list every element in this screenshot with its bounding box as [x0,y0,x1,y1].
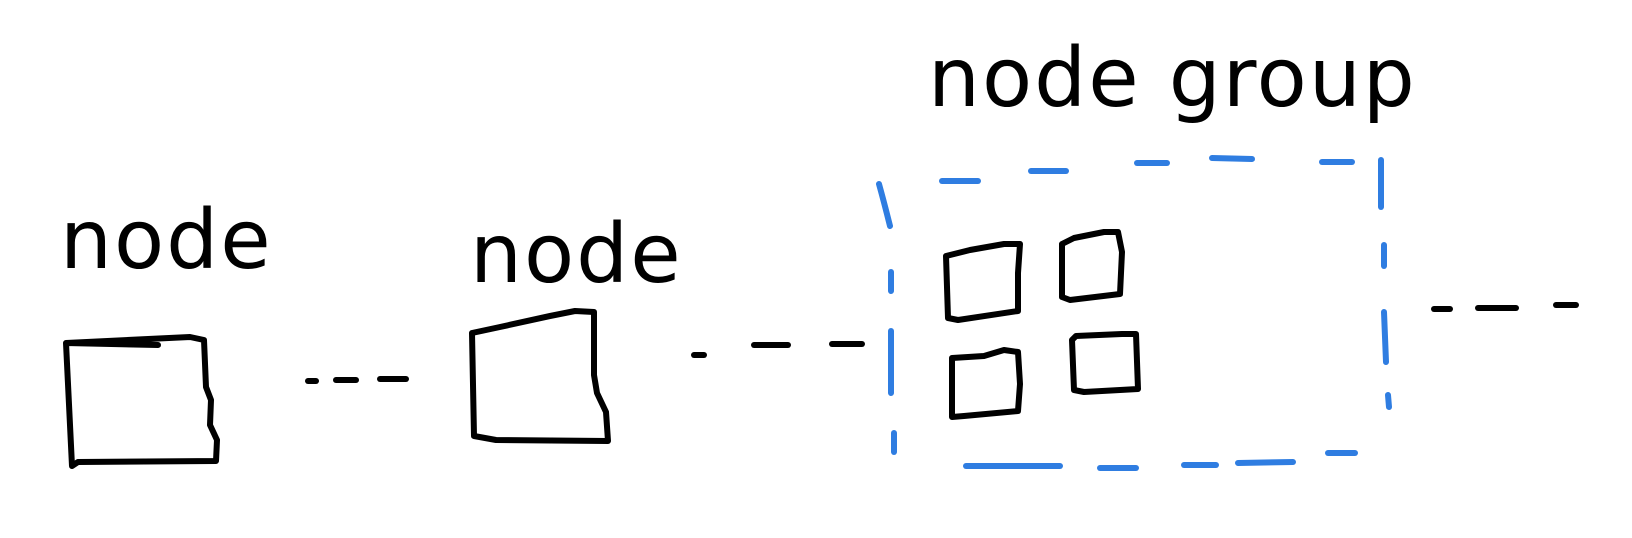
connector-2 [691,341,865,358]
grouped-nodes [943,229,1141,420]
node-2: node [469,207,683,444]
node-1: node [60,193,273,469]
node-1-label: node [60,193,273,288]
connector-3 [1431,302,1579,312]
grouped-node-box [1059,229,1125,303]
grouped-node-box [949,347,1023,420]
node-group: node group [876,31,1417,471]
node-group-label: node group [928,31,1417,126]
grouped-node-box [943,241,1023,323]
connector-1 [305,376,409,384]
node-2-label: node [470,207,683,302]
node-1-box [63,334,220,469]
node-2-box [469,308,611,444]
grouped-node-box [1069,331,1141,395]
node-group-border [876,155,1392,471]
